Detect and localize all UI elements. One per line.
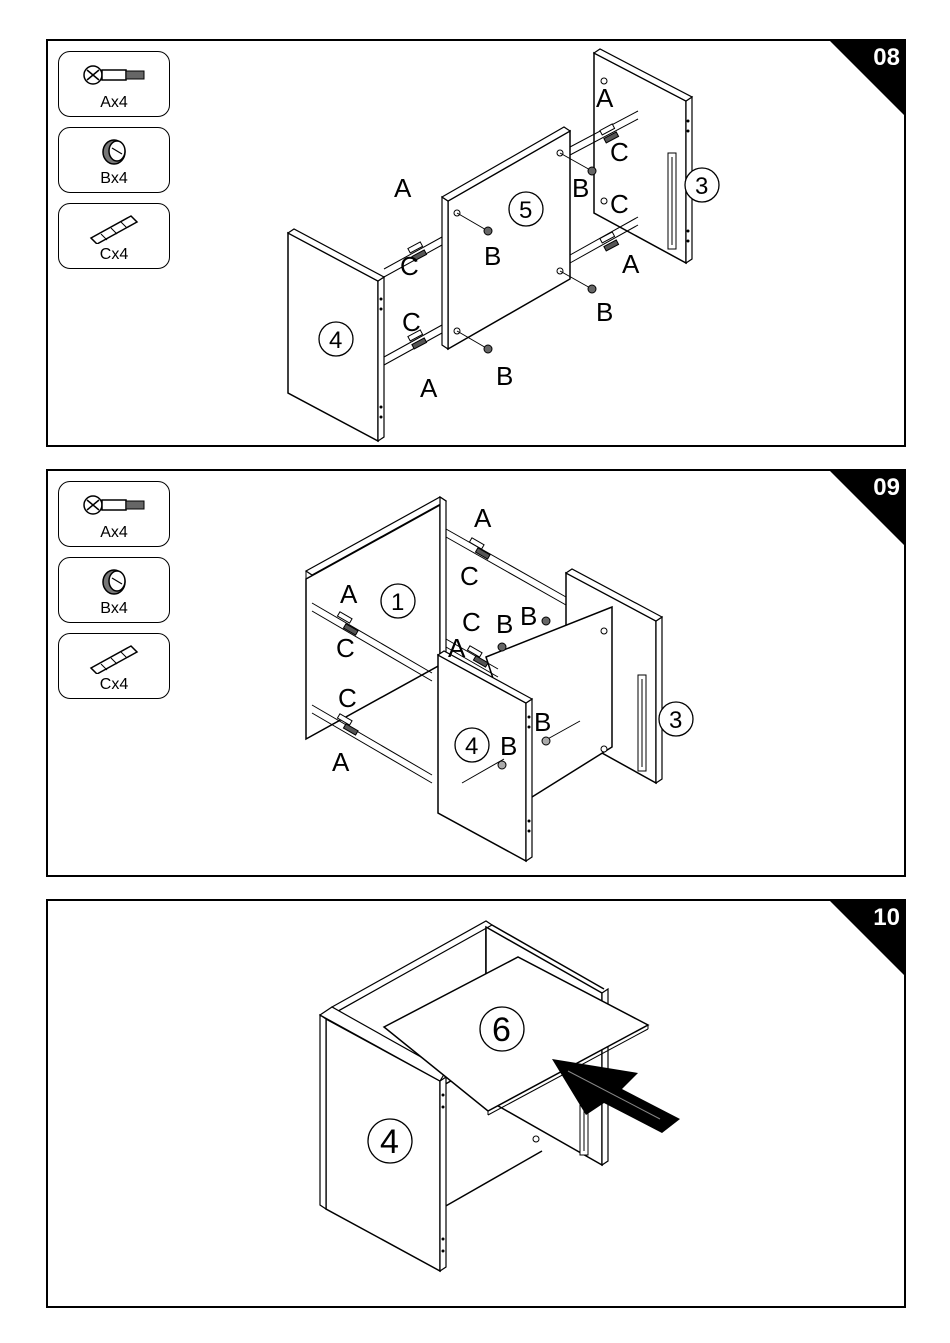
label-b: B — [520, 601, 537, 631]
label-c: C — [402, 307, 421, 337]
label-a: A — [332, 747, 350, 777]
panel-number: 6 — [492, 1011, 511, 1049]
panel-number: 4 — [380, 1123, 399, 1161]
label-b: B — [596, 297, 613, 327]
step-panel-09: 09 Ax4 Bx4 — [46, 469, 906, 877]
panel-3 — [594, 49, 692, 263]
panel-number: 5 — [519, 197, 532, 224]
label-c: C — [336, 633, 355, 663]
label-b: B — [534, 707, 551, 737]
label-a: A — [474, 503, 492, 533]
label-c: C — [610, 137, 629, 167]
label-c: C — [462, 607, 481, 637]
panel-5 — [442, 127, 570, 349]
step-panel-10: 10 — [46, 899, 906, 1308]
step-panel-08: 08 Ax4 Bx4 — [46, 39, 906, 447]
panel-number: 3 — [669, 707, 682, 734]
label-b: B — [496, 609, 513, 639]
panel-1 — [306, 497, 446, 739]
panel-number: 4 — [465, 733, 478, 760]
panel-number: 1 — [391, 589, 404, 616]
label-c: C — [460, 561, 479, 591]
label-c: C — [400, 251, 419, 281]
label-a: A — [448, 633, 466, 663]
assembly-diagram-09: A A A A C C C C B B B B 1 4 3 — [48, 471, 904, 875]
label-b: B — [496, 361, 513, 391]
label-a: A — [340, 579, 358, 609]
assembly-diagram-08: A A A A C C C C B B B B 4 5 3 — [48, 41, 904, 445]
label-a: A — [622, 249, 640, 279]
label-b: B — [572, 173, 589, 203]
assembly-diagram-10: 4 6 — [48, 901, 904, 1306]
label-c: C — [610, 189, 629, 219]
label-a: A — [394, 173, 412, 203]
panel-number: 3 — [695, 173, 708, 200]
label-c: C — [338, 683, 357, 713]
label-b: B — [484, 241, 501, 271]
label-a: A — [420, 373, 438, 403]
panel-number: 4 — [329, 327, 342, 354]
label-b: B — [500, 731, 517, 761]
label-a: A — [596, 83, 614, 113]
